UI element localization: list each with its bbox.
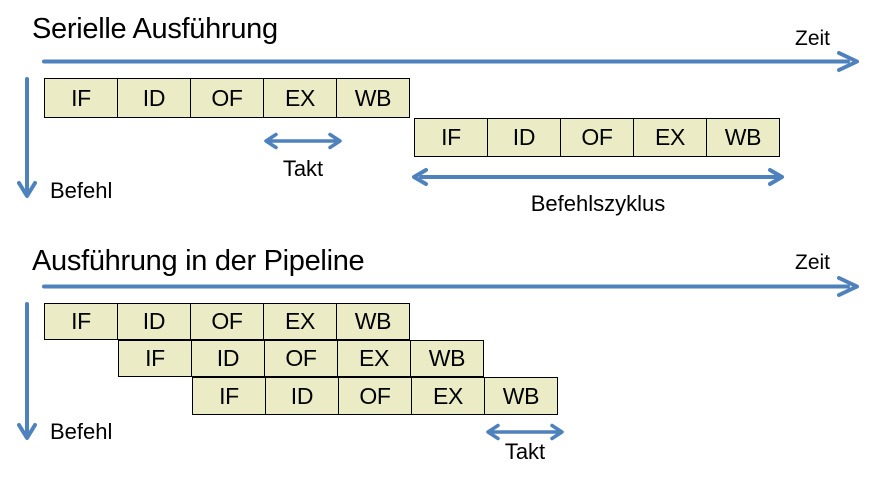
serial-instruction-1-row: IF ID OF EX WB — [44, 78, 410, 118]
stage-cell-if: IF — [192, 377, 266, 415]
stage-cell-id: ID — [191, 340, 265, 377]
stage-cell-if: IF — [44, 303, 118, 340]
serial-section-title: Serielle Ausführung — [32, 13, 278, 45]
pipeline-instruction-3-row: IF ID OF EX WB — [192, 377, 558, 415]
stage-cell-id: ID — [117, 303, 191, 340]
serial-instruction-arrow-icon — [17, 77, 37, 198]
serial-time-arrow-icon — [42, 51, 859, 72]
pipeline-instruction-2-row: IF ID OF EX WB — [118, 340, 484, 377]
stage-cell-ex: EX — [263, 78, 337, 118]
stage-cell-wb: WB — [484, 377, 558, 415]
stage-cell-id: ID — [265, 377, 339, 415]
stage-cell-wb: WB — [706, 118, 780, 157]
instruction-cycle-double-arrow-icon — [412, 168, 784, 186]
stage-cell-wb: WB — [410, 340, 484, 377]
stage-cell-of: OF — [338, 377, 412, 415]
pipeline-time-axis-label: Zeit — [795, 251, 831, 274]
stage-cell-of: OF — [190, 303, 264, 340]
stage-cell-if: IF — [118, 340, 192, 377]
pipeline-clock-double-arrow-icon — [486, 423, 564, 441]
serial-instruction-2-row: IF ID OF EX WB — [414, 118, 780, 157]
stage-cell-id: ID — [117, 78, 191, 118]
stage-cell-wb: WB — [336, 303, 410, 340]
serial-instruction-axis-label: Befehl — [50, 178, 113, 203]
pipeline-instruction-1-row: IF ID OF EX WB — [44, 303, 410, 340]
pipeline-time-arrow-icon — [42, 276, 859, 297]
stage-cell-ex: EX — [411, 377, 485, 415]
stage-cell-if: IF — [414, 118, 488, 157]
pipeline-instruction-arrow-icon — [17, 302, 37, 440]
serial-time-axis-label: Zeit — [795, 27, 831, 50]
stage-cell-of: OF — [560, 118, 634, 157]
stage-cell-id: ID — [487, 118, 561, 157]
stage-cell-of: OF — [264, 340, 338, 377]
serial-clock-label: Takt — [282, 156, 324, 181]
pipeline-clock-label: Takt — [504, 439, 546, 464]
instruction-cycle-label: Befehlszyklus — [530, 191, 666, 216]
stage-cell-ex: EX — [263, 303, 337, 340]
stage-cell-of: OF — [190, 78, 264, 118]
serial-clock-double-arrow-icon — [264, 132, 342, 150]
stage-cell-wb: WB — [336, 78, 410, 118]
stage-cell-if: IF — [44, 78, 118, 118]
stage-cell-ex: EX — [633, 118, 707, 157]
stage-cell-ex: EX — [337, 340, 411, 377]
pipeline-section-title: Ausführung in der Pipeline — [32, 245, 365, 277]
pipeline-instruction-axis-label: Befehl — [50, 419, 113, 444]
